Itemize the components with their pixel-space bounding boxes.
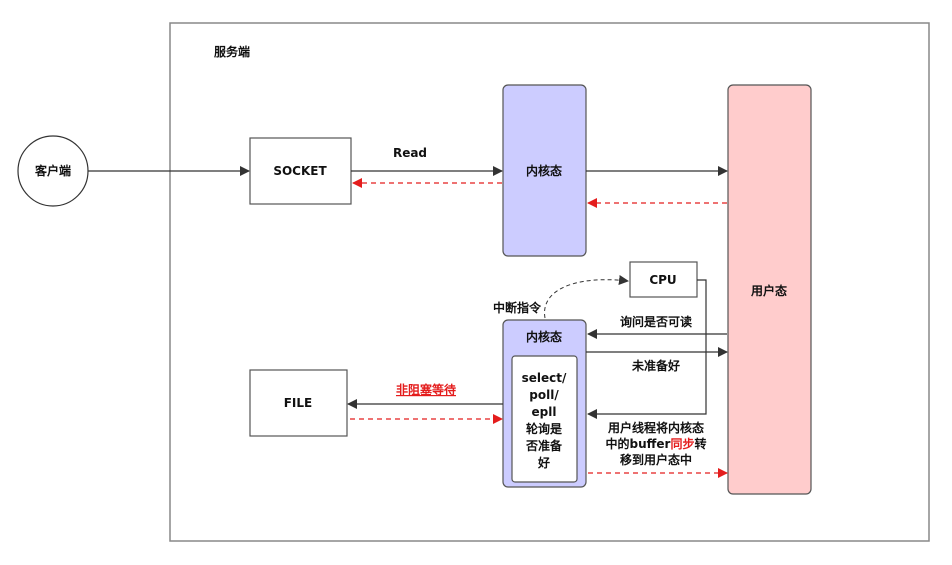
- socket-label: SOCKET: [273, 164, 327, 178]
- not-ready-label: 未准备好: [631, 358, 680, 373]
- kernel-top-label: 内核态: [526, 163, 562, 178]
- arrow-interrupt: [544, 275, 629, 319]
- file-label: FILE: [284, 396, 313, 410]
- poll-line-2: poll/: [529, 388, 559, 402]
- socket-box: [249, 137, 352, 205]
- server-label: 服务端: [214, 44, 250, 59]
- poll-line-3: epll: [532, 405, 557, 419]
- copy-line-3: 移到用户态中: [620, 452, 692, 467]
- user-space-box: [727, 84, 812, 495]
- user-space-label: 用户态: [750, 283, 787, 298]
- arrow-cpu-kernel: [587, 279, 707, 419]
- poll-line-5: 否准备: [525, 438, 563, 453]
- copy-line-2-sync: 同步: [670, 436, 694, 451]
- ask-readable-label: 询问是否可读: [620, 314, 692, 329]
- file-box: [249, 369, 348, 437]
- poll-line-6: 好: [537, 455, 550, 470]
- copy-line-1: 用户线程将内核态: [607, 420, 704, 435]
- copy-line-2-a: 中的buffer: [606, 436, 671, 451]
- poll-box: [511, 355, 578, 483]
- poll-line-4: 轮询是: [526, 421, 563, 436]
- copy-line-2: 中的buffer同步转: [606, 436, 707, 451]
- copy-line-2-c: 转: [694, 436, 706, 451]
- kernel-bottom-label: 内核态: [526, 329, 562, 344]
- cpu-label: CPU: [649, 273, 676, 287]
- client-label: 客户端: [34, 163, 71, 178]
- interrupt-label: 中断指令: [493, 300, 542, 315]
- poll-line-1: select/: [522, 371, 567, 385]
- non-blocking-wait-label: 非阻塞等待: [396, 382, 456, 397]
- server-boundary: [169, 22, 930, 542]
- read-label: Read: [393, 146, 427, 160]
